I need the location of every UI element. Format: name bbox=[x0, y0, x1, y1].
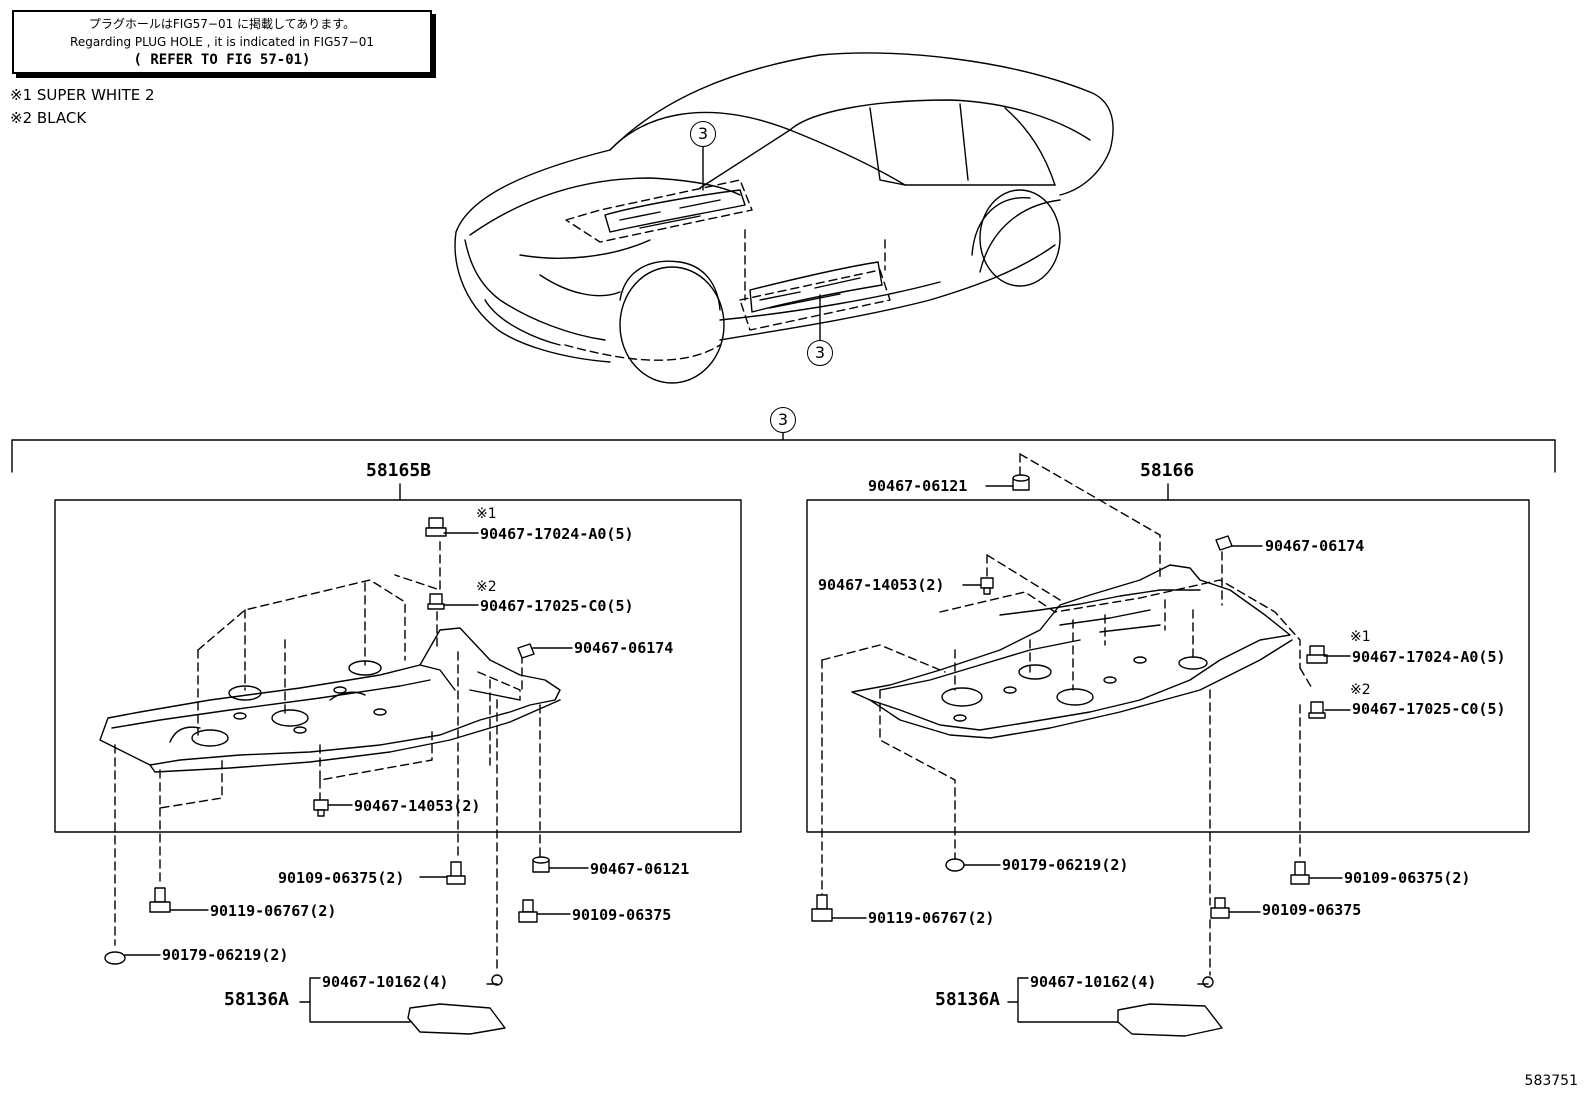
right-undercover-panel bbox=[851, 564, 1293, 739]
figure-number: 583751 bbox=[1524, 1073, 1578, 1089]
right-part-90467-06174: 90467-06174 bbox=[1265, 537, 1365, 555]
legend-note-1: ※1 SUPER WHITE 2 bbox=[10, 86, 155, 104]
right-part-58136a: 58136A bbox=[935, 989, 1001, 1010]
right-part-90179-06219: 90179-06219(2) bbox=[1002, 856, 1129, 874]
right-part-90109-06375: 90109-06375 bbox=[1262, 901, 1362, 919]
assembly-bracket bbox=[11, 439, 1556, 473]
left-note-1-marker: ※1 bbox=[476, 506, 497, 522]
left-cover-plate bbox=[407, 1003, 506, 1035]
right-assembly-frame bbox=[806, 499, 1530, 833]
callout-3-rear: 3 bbox=[807, 340, 833, 366]
right-note-2-marker: ※2 bbox=[1350, 682, 1371, 698]
car-illustration bbox=[454, 52, 1114, 384]
left-part-90467-17025-c0: 90467-17025-C0(5) bbox=[480, 597, 634, 615]
left-part-90109-06375: 90109-06375 bbox=[572, 906, 672, 924]
legend-note-2: ※2 BLACK bbox=[10, 109, 87, 127]
left-part-90467-06121: 90467-06121 bbox=[590, 860, 690, 878]
left-part-90119-06767: 90119-06767(2) bbox=[210, 902, 337, 920]
right-part-90467-17024-a0: 90467-17024-A0(5) bbox=[1352, 648, 1506, 666]
left-part-90179-06219: 90179-06219(2) bbox=[162, 946, 289, 964]
notice-english-line: Regarding PLUG HOLE , it is indicated in… bbox=[70, 35, 374, 49]
right-assembly-number: 58166 bbox=[1140, 460, 1195, 481]
left-note-2-marker: ※2 bbox=[476, 579, 497, 595]
right-part-90467-06121: 90467-06121 bbox=[868, 477, 968, 495]
notice-refer-line: ( REFER TO FIG 57-01) bbox=[133, 52, 311, 68]
right-part-90467-14053: 90467-14053(2) bbox=[818, 576, 945, 594]
right-part-90467-17025-c0: 90467-17025-C0(5) bbox=[1352, 700, 1506, 718]
left-assembly-frame bbox=[54, 499, 742, 833]
left-part-90109-06375-2: 90109-06375(2) bbox=[278, 869, 405, 887]
reference-notice-box: プラグホールはFIG57−01 に掲載してあります。 Regarding PLU… bbox=[12, 10, 432, 74]
right-fasteners bbox=[811, 474, 1328, 988]
left-part-90467-17024-a0: 90467-17024-A0(5) bbox=[480, 525, 634, 543]
callout-3-assembly: 3 bbox=[770, 407, 796, 433]
left-part-90467-10162: 90467-10162(4) bbox=[322, 973, 449, 991]
left-fasteners bbox=[104, 517, 550, 986]
left-undercover-panel bbox=[99, 627, 561, 773]
right-note-1-marker: ※1 bbox=[1350, 629, 1371, 645]
left-part-58136a: 58136A bbox=[224, 989, 290, 1010]
left-assembly-number: 58165B bbox=[366, 460, 432, 481]
right-part-90109-06375-2: 90109-06375(2) bbox=[1344, 869, 1471, 887]
left-part-90467-14053: 90467-14053(2) bbox=[354, 797, 481, 815]
right-part-90467-10162: 90467-10162(4) bbox=[1030, 973, 1157, 991]
left-part-90467-06174: 90467-06174 bbox=[574, 639, 674, 657]
right-cover-plate bbox=[1117, 1003, 1223, 1037]
notice-japanese-line: プラグホールはFIG57−01 に掲載してあります。 bbox=[88, 17, 356, 31]
right-part-90119-06767: 90119-06767(2) bbox=[868, 909, 995, 927]
callout-3-front: 3 bbox=[690, 121, 716, 147]
